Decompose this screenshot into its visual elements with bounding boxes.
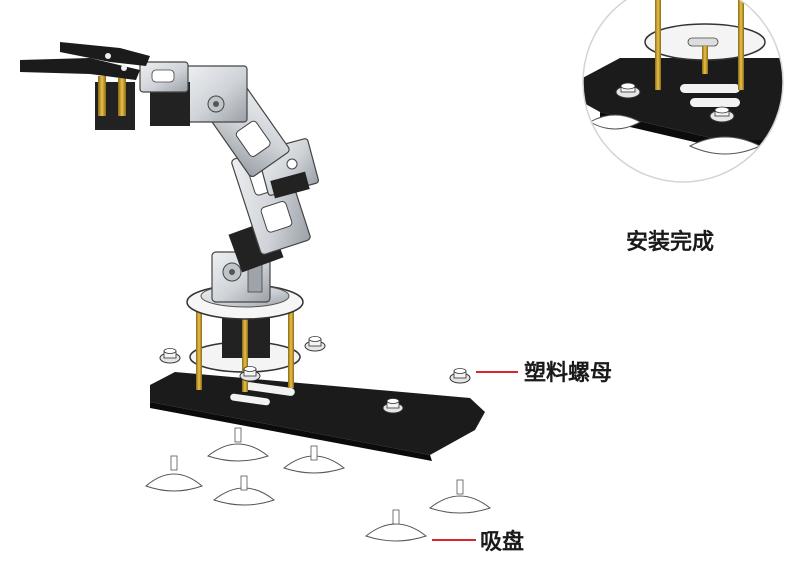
inset-standoff: [655, 0, 661, 90]
detail-inset: [582, 0, 784, 183]
standoff: [196, 310, 202, 390]
suction-cup: [428, 479, 492, 514]
install-complete-label: 安装完成: [626, 230, 715, 255]
suction-cup: [212, 475, 276, 506]
inset-standoff: [702, 46, 708, 74]
plastic-nut: [382, 398, 404, 414]
inset-plastic-nut: [709, 106, 735, 123]
base-plate: [150, 372, 485, 461]
suction-cup: [206, 427, 270, 462]
plastic-nut-callout-sample: [449, 368, 471, 384]
wrist-bracket: [139, 61, 189, 93]
suction-cup: [145, 455, 203, 492]
plastic-nut: [304, 336, 326, 352]
inset-standoff: [738, 0, 744, 90]
robot-arm: [20, 42, 319, 303]
inset-base-plate: [583, 58, 783, 140]
plastic-nut: [239, 366, 261, 382]
shoulder-bracket: [211, 251, 271, 303]
standoff: [242, 318, 248, 392]
inset-plastic-nut: [615, 82, 641, 99]
suction-cup-callout-sample: [364, 509, 428, 542]
standoff: [288, 312, 294, 388]
plastic-nut-label: 塑料螺母: [524, 361, 613, 386]
plastic-nut: [159, 348, 181, 364]
gripper-claw: [20, 42, 150, 80]
inset-suction-cup: [588, 114, 642, 130]
suction-cup-label: 吸盘: [480, 530, 525, 555]
suction-cup: [282, 445, 346, 474]
